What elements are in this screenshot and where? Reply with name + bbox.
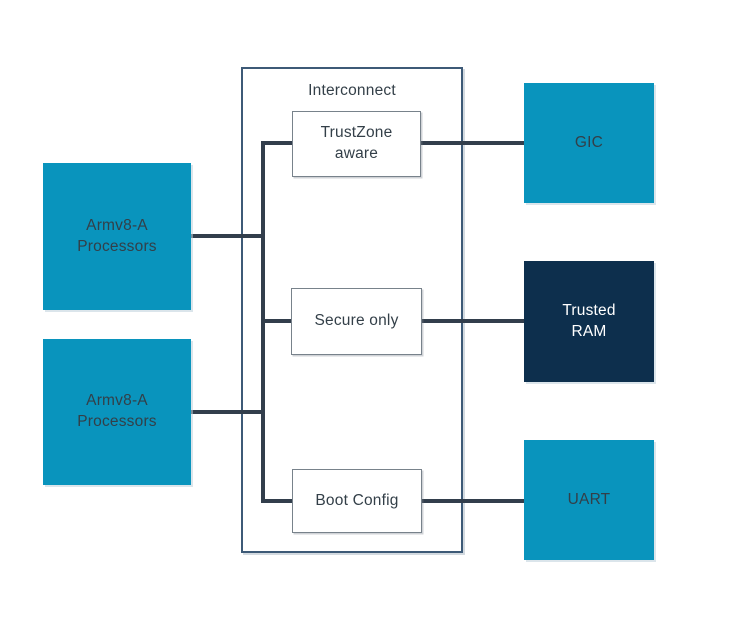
node-uart: UART [524,440,654,560]
node-trustzone-aware-label: TrustZone aware [320,124,393,162]
interconnect-title: Interconnect [308,82,396,99]
node-processor-1: Armv8-A Processors [43,163,191,310]
node-gic-label: GIC [574,133,604,151]
node-processor-1-label: Armv8-A Processors [77,216,157,255]
node-uart-label: UART [567,490,611,508]
node-processor-2-label: Armv8-A Processors [77,392,157,430]
connector-bus-to-boot-config [261,499,294,503]
node-gic: GIC [524,83,654,203]
connector-processor1-to-bus [191,234,265,238]
connector-bus-to-secure-only [261,319,293,323]
node-boot-config-label: Boot Config [315,491,399,509]
connector-bus-to-trustzone-aware [261,141,294,145]
connector-secure-only-to-trusted-ram [421,319,524,323]
interconnect-container [241,67,463,553]
node-boot-config: Boot Config [292,469,422,533]
node-trusted-ram-label: Trusted RAM [562,301,616,340]
node-trusted-ram: Trusted RAM [524,261,654,382]
node-processor-2: Armv8-A Processors [43,339,191,485]
connector-processor2-to-bus [191,410,265,414]
node-trustzone-aware: TrustZone aware [292,111,421,177]
node-secure-only: Secure only [291,288,422,355]
connector-trustzone-aware-to-gic [420,141,524,145]
connector-boot-config-to-uart [421,499,524,503]
node-secure-only-label: Secure only [314,312,399,330]
